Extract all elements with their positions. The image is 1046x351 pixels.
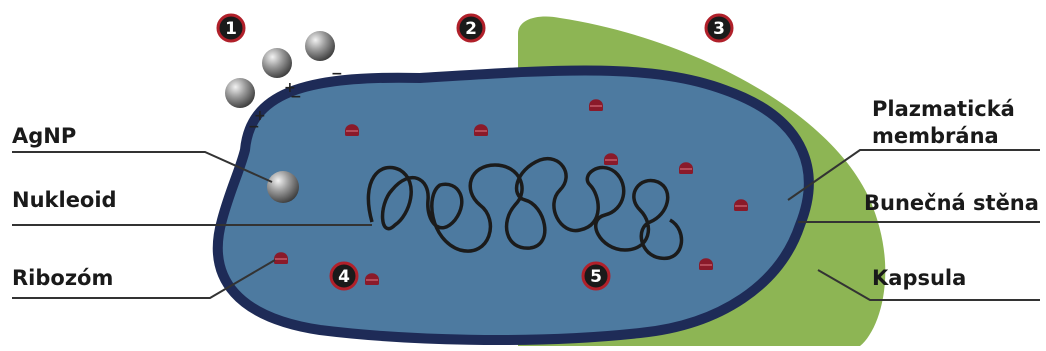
label-plazmaticka-membrana-line1: Plazmatická bbox=[872, 96, 1015, 122]
label-kapsula: Kapsula bbox=[872, 265, 966, 291]
nanoparticle bbox=[262, 48, 292, 78]
badge-1: 1 bbox=[218, 15, 244, 41]
badge-4: 4 bbox=[331, 263, 357, 289]
svg-text:2: 2 bbox=[465, 19, 477, 39]
minus-sign: − bbox=[248, 119, 260, 135]
label-plazmaticka-membrana-line2: membrána bbox=[872, 123, 999, 149]
svg-text:4: 4 bbox=[338, 267, 350, 287]
label-nukleoid: Nukleoid bbox=[12, 187, 117, 213]
minus-sign: − bbox=[290, 89, 302, 105]
nanoparticle bbox=[225, 78, 255, 108]
label-agnp: AgNP bbox=[12, 123, 76, 149]
svg-text:1: 1 bbox=[225, 19, 237, 39]
minus-sign: − bbox=[331, 66, 343, 82]
badge-3: 3 bbox=[706, 15, 732, 41]
nanoparticle bbox=[305, 31, 335, 61]
label-bunecna-stena: Bunečná stěna bbox=[864, 190, 1039, 216]
badge-5: 5 bbox=[583, 263, 609, 289]
nanoparticle-inside bbox=[267, 171, 299, 203]
badge-2: 2 bbox=[458, 15, 484, 41]
svg-text:5: 5 bbox=[590, 267, 602, 287]
label-ribozom: Ribozóm bbox=[12, 265, 113, 291]
svg-text:3: 3 bbox=[713, 19, 725, 39]
